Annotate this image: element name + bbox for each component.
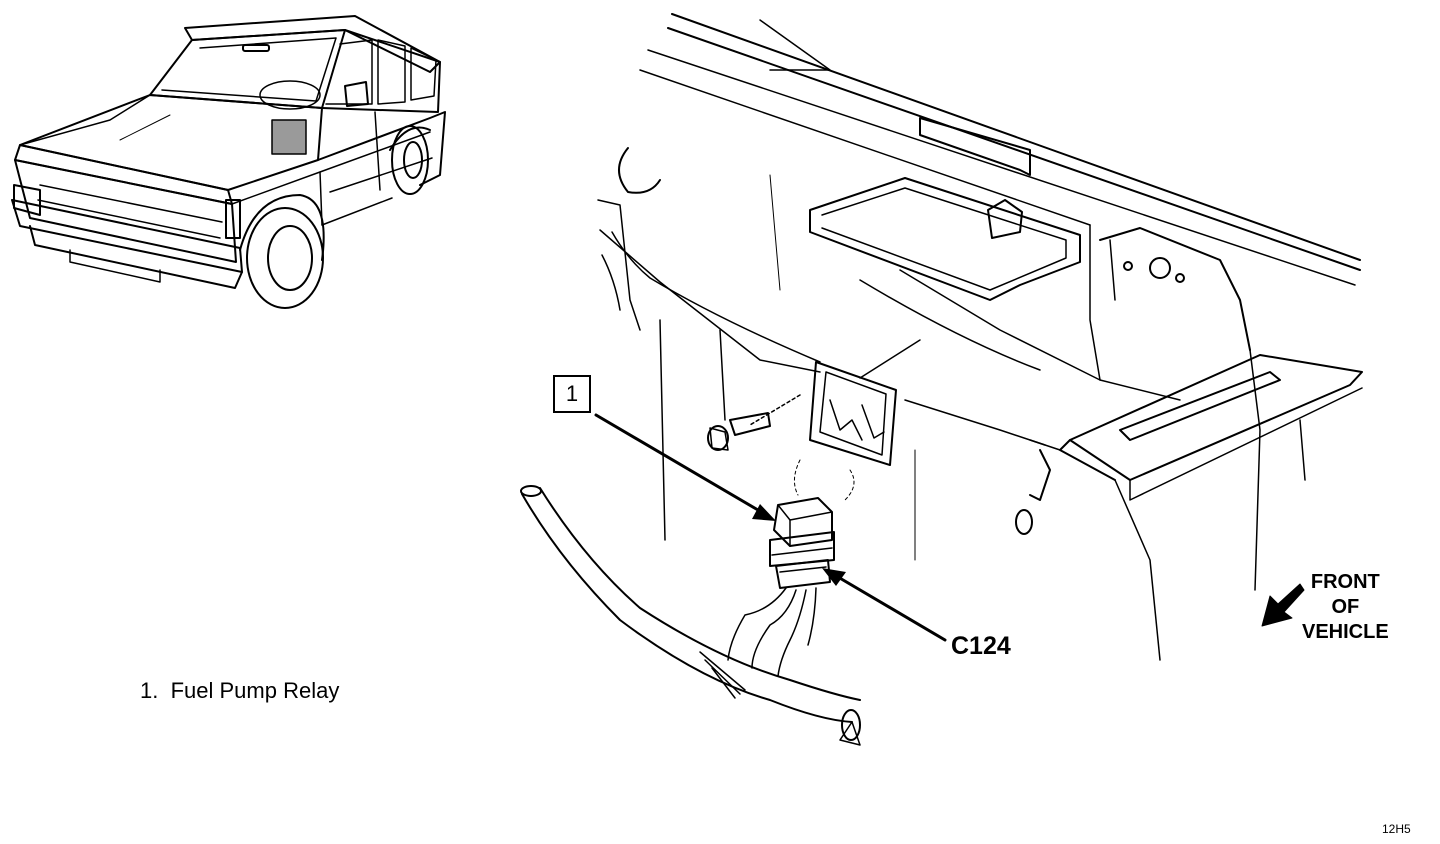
callout-number: 1 [565,381,579,406]
vehicle-locator-illustration [11,15,446,309]
legend-item-number: 1. [140,678,159,703]
callout-leaders [594,413,947,642]
callout-box-relay: 1 [553,375,591,413]
front-of-vehicle-label: FRONT OF VEHICLE [1302,571,1389,643]
figure-code: 12H5 [1382,822,1411,836]
engine-compartment-illustration [520,13,1363,746]
connector-label: C124 [951,632,1011,660]
front-of-vehicle-arrow [1261,583,1305,627]
legend-item-fuel-pump-relay: 1. Fuel Pump Relay [140,678,339,704]
legend-item-label: Fuel Pump Relay [170,678,340,703]
